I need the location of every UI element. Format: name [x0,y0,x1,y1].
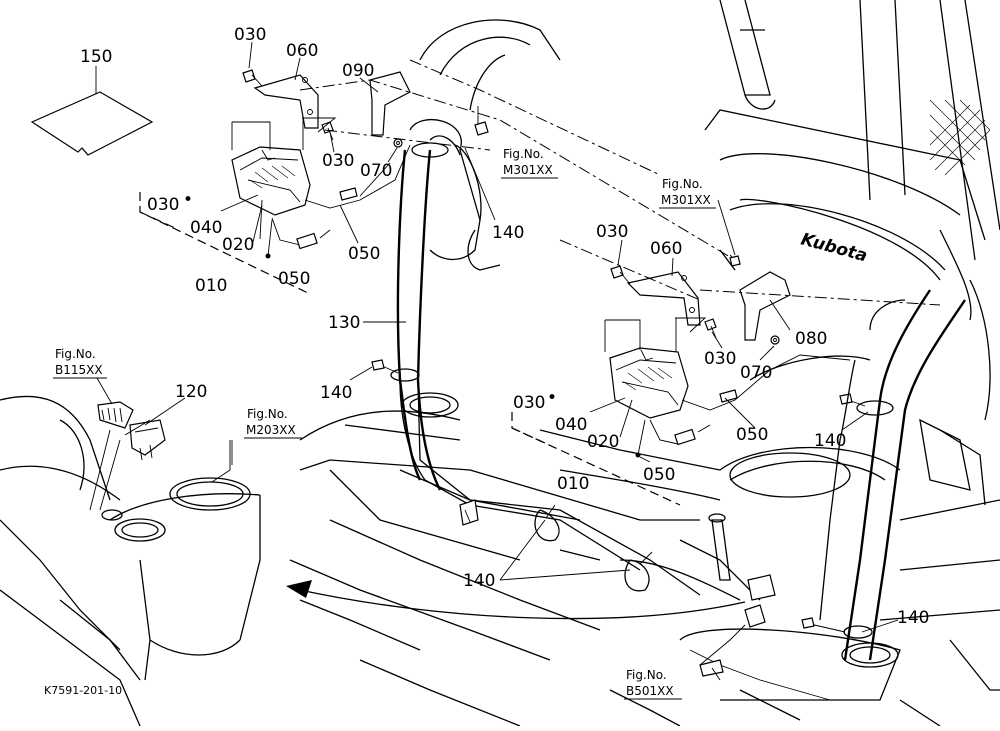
callout-010-assembly-b: 010 [557,474,589,494]
svg-text:B501XX: B501XX [626,684,674,698]
brand-text: Kubota [799,230,870,267]
callout-050-bulb-a: 050 [278,269,310,289]
callout-dot-b: • [547,388,557,408]
reference-lines [286,59,941,620]
callout-040-lamp-b: 040 [555,415,587,435]
callout-060-bracket-a: 060 [286,41,318,61]
callout-150: 150 [80,47,112,67]
ref-m301-a: Fig.No. M301XX [501,147,558,179]
leader-lines [96,41,899,681]
callout-070-washer-b: 070 [740,363,772,383]
callout-140-tie-c: 140 [814,431,846,451]
svg-text:M301XX: M301XX [661,193,711,207]
callout-dot-a: • [183,190,193,210]
callout-040-lamp-a: 040 [190,218,222,238]
wiring-harness-130 [371,118,701,596]
callout-030-bolt-e: 030 [704,349,736,369]
callout-030-bolt-c: 030 [147,195,179,215]
ref-m203: Fig.No. M203XX [244,407,302,439]
callout-130-harness: 130 [328,313,360,333]
callout-010-assembly-a: 010 [195,276,227,296]
callout-090-bracket: 090 [342,61,374,81]
work-lamp-left [139,69,411,295]
svg-text:Fig.No.: Fig.No. [247,407,288,421]
svg-text:B115XX: B115XX [55,363,103,377]
callout-070-washer-a: 070 [360,161,392,181]
callout-120-switch: 120 [175,382,207,402]
svg-text:M203XX: M203XX [246,423,296,437]
svg-text:Fig.No.: Fig.No. [626,668,667,682]
callout-080-bracket: 080 [795,329,827,349]
label-sheet [30,66,154,156]
callout-140-tie-d: 140 [463,571,495,591]
work-lamp-right [511,265,851,506]
callouts: 150 030 060 090 030 070 030 • 040 020 05… [80,25,929,628]
callout-140-tie-b: 140 [320,383,352,403]
left-console [0,395,261,727]
callout-140-tie-a: 140 [492,223,524,243]
right-post [689,229,972,701]
callout-030-bolt-d: 030 [596,222,628,242]
callout-020-lamp-b: 020 [587,432,619,452]
figure-id: K7591-201-10 [44,684,122,697]
callout-050-cable-b: 050 [736,425,768,445]
svg-text:M301XX: M301XX [503,163,553,177]
callout-050-cable-a: 050 [348,244,380,264]
svg-text:Fig.No.: Fig.No. [503,147,544,161]
callout-060-bracket-b: 060 [650,239,682,259]
callout-140-tie-e: 140 [897,608,929,628]
ref-m301-b: Fig.No. M301XX [659,177,716,209]
callout-030-bolt-b: 030 [322,151,354,171]
callout-030-bolt-f: 030 [513,393,545,413]
svg-text:Fig.No.: Fig.No. [662,177,703,191]
callout-030-bolt-a: 030 [234,25,266,45]
callout-020-lamp-a: 020 [222,235,254,255]
ref-b501: Fig.No. B501XX [624,668,682,700]
ref-b115: Fig.No. B115XX [53,347,107,379]
svg-text:Fig.No.: Fig.No. [55,347,96,361]
callout-050-bulb-b: 050 [643,465,675,485]
figure-references: Fig.No. M301XX Fig.No. M301XX Fig.No. B1… [53,147,716,700]
